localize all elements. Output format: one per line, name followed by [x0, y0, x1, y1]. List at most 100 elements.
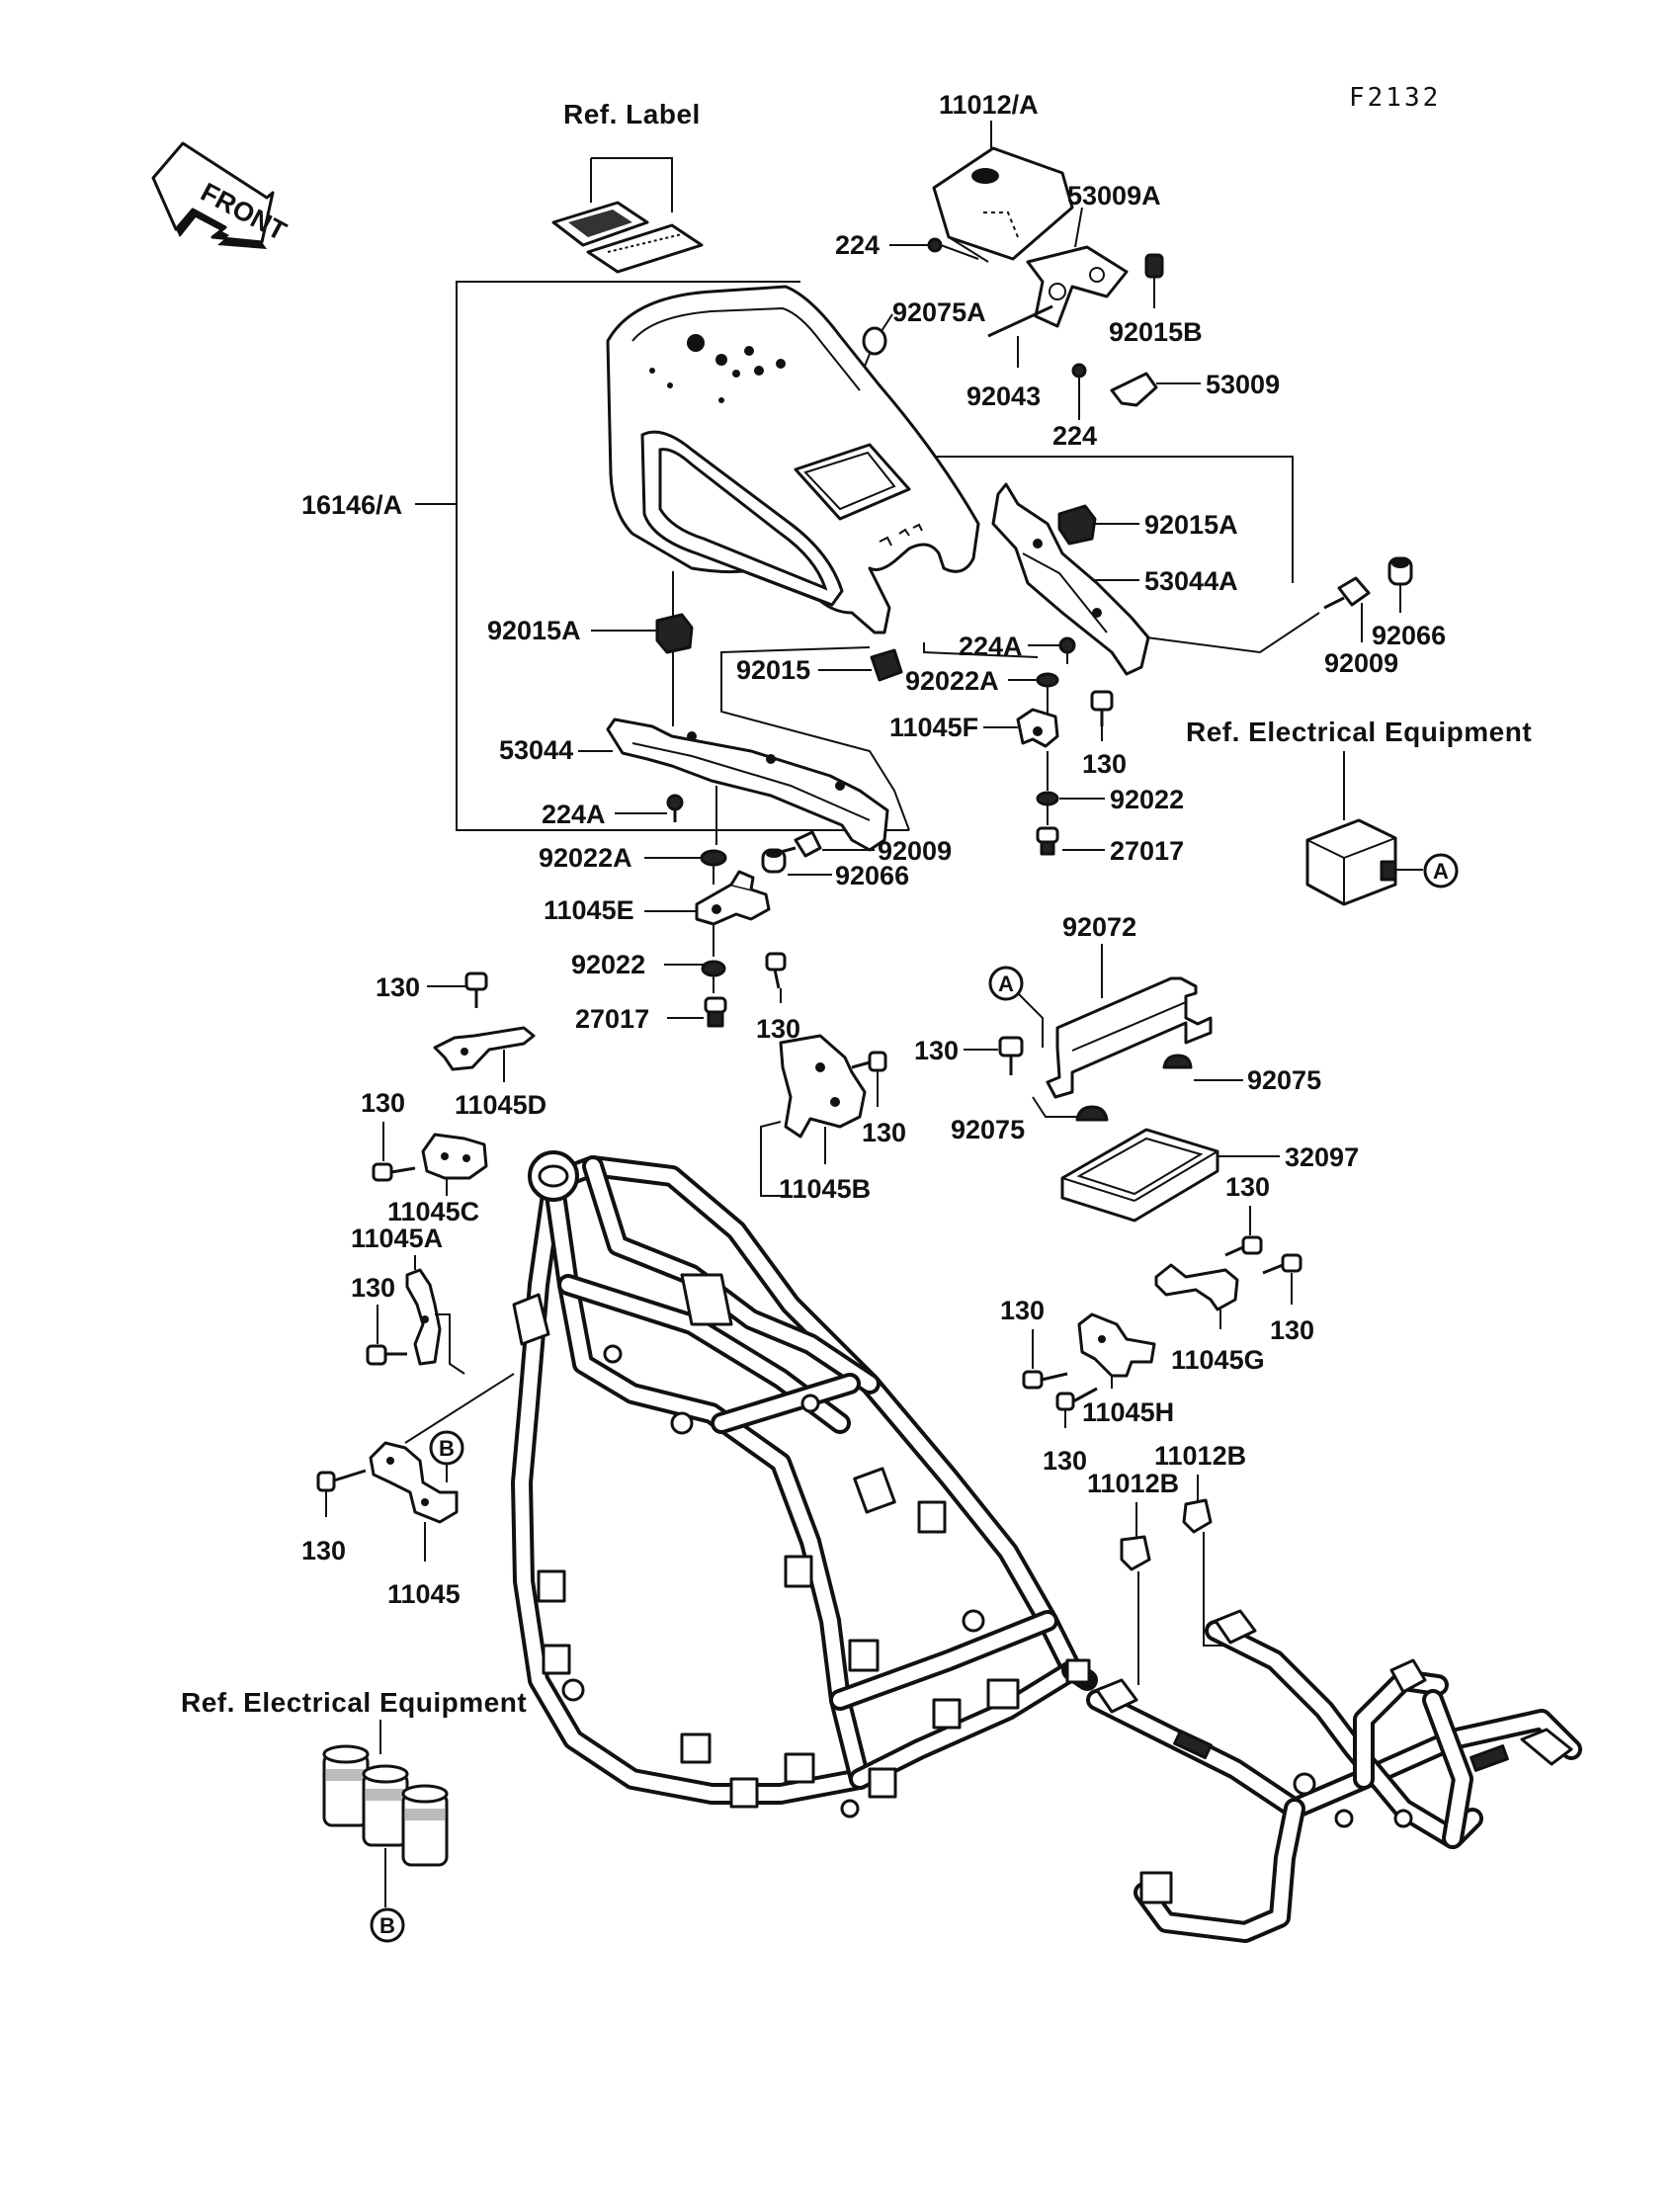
diagram-code: F2132	[1349, 83, 1441, 113]
label-92022-right: 92022	[1110, 785, 1184, 814]
label-224-b: 224	[1052, 421, 1097, 451]
bumper-11012B-right-icon	[1182, 1498, 1213, 1534]
bracket-11045G	[1154, 1263, 1239, 1311]
bolt-27017-left-icon	[704, 996, 727, 1028]
label-130-e: 130	[756, 1014, 800, 1044]
label-11045F: 11045F	[889, 713, 978, 742]
svg-text:B: B	[439, 1436, 455, 1461]
bolt-130-e-icon	[765, 952, 787, 989]
washer-92022A-right-icon	[1036, 672, 1059, 688]
label-92043: 92043	[966, 381, 1041, 411]
label-11012B-right: 11012B	[1154, 1441, 1246, 1471]
label-92022A-left: 92022A	[539, 843, 632, 873]
collar-92066-left-icon	[761, 848, 787, 874]
label-130-g2: 130	[1270, 1315, 1314, 1345]
label-92066-right: 92066	[1372, 621, 1446, 650]
label-92066-left: 92066	[835, 861, 909, 890]
lid-11012A	[932, 146, 1074, 263]
label-92009-right: 92009	[1324, 648, 1398, 678]
bolt-130-f-icon	[1090, 690, 1114, 726]
bolt-130-g2-icon	[1262, 1253, 1302, 1275]
washer-92022-right-icon	[1036, 791, 1059, 806]
tray-32097	[1060, 1128, 1219, 1223]
bracket-53044	[606, 718, 889, 852]
label-130-x: 130	[301, 1536, 346, 1565]
bracket-11045C	[421, 1133, 488, 1180]
label-130-d1: 130	[376, 972, 420, 1002]
svg-text:A: A	[998, 972, 1014, 996]
label-92022-left: 92022	[571, 950, 645, 979]
bracket-11045A	[405, 1268, 442, 1366]
rear-subframe	[1086, 1609, 1582, 1943]
ref-electrical-top: Ref. Electrical Equipment	[1186, 717, 1532, 747]
collar-92066-right-icon	[1387, 556, 1413, 586]
label-53009: 53009	[1206, 370, 1280, 399]
washer-92022A-left-icon	[700, 849, 727, 867]
label-11045A: 11045A	[351, 1224, 443, 1253]
bolt-130-d-icon	[464, 972, 488, 1008]
bracket-53044A	[991, 482, 1150, 676]
label-11045G: 11045G	[1171, 1345, 1265, 1375]
label-130-f: 130	[1082, 749, 1127, 779]
label-130-h2: 130	[1043, 1446, 1087, 1476]
bolt-130-m-icon	[998, 1036, 1024, 1075]
label-92015A-left: 92015A	[487, 616, 581, 645]
bolt-130-g1-icon	[1224, 1235, 1263, 1257]
bracket-11045B	[779, 1034, 867, 1139]
bolt-130-h2-icon	[1055, 1387, 1098, 1411]
bolt-130-c-icon	[372, 1162, 416, 1182]
bolt-130-h1-icon	[1022, 1370, 1068, 1390]
label-11045E: 11045E	[544, 895, 634, 925]
label-130-m: 130	[914, 1036, 959, 1065]
label-16146A: 16146/A	[301, 490, 402, 520]
label-92015B: 92015B	[1109, 317, 1203, 347]
label-92075-b: 92075	[951, 1115, 1025, 1144]
label-11045C: 11045C	[387, 1197, 479, 1226]
label-11045H: 11045H	[1082, 1397, 1174, 1427]
label-130-g1: 130	[1225, 1172, 1270, 1202]
label-11045B: 11045B	[779, 1174, 871, 1204]
label-92075A: 92075A	[892, 297, 986, 327]
label-11045D: 11045D	[455, 1090, 546, 1120]
fuse-holder-icon	[322, 1744, 449, 1867]
label-224A-left: 224A	[542, 800, 606, 829]
label-11012A: 11012/A	[939, 90, 1039, 120]
washer-92022-left-icon	[701, 960, 726, 977]
label-130-c: 130	[361, 1088, 405, 1118]
bolt-92009-right-icon	[1323, 576, 1371, 610]
label-92075-a: 92075	[1247, 1065, 1321, 1095]
bracket-11045D	[433, 1026, 536, 1071]
label-53044: 53044	[499, 735, 573, 765]
screw-224A-left-icon	[666, 794, 684, 822]
label-27017-right: 27017	[1110, 836, 1184, 866]
clip-92015A-left-icon	[655, 613, 694, 654]
screw-224A-right-icon	[1058, 636, 1076, 664]
label-53044A: 53044A	[1144, 566, 1238, 596]
bracket-11045H	[1077, 1312, 1156, 1378]
label-92022A-right: 92022A	[905, 666, 999, 696]
relay-icon	[1305, 818, 1397, 906]
label-92015A-right: 92015A	[1144, 510, 1238, 540]
grommet-92075-a-icon	[1162, 1054, 1193, 1069]
latch-53009	[1071, 363, 1158, 407]
label-53009A: 53009A	[1067, 181, 1161, 211]
clip-92015-icon	[870, 648, 903, 682]
bracket-11045F	[1016, 708, 1059, 748]
battery-case-92072	[1046, 976, 1213, 1099]
label-11012B-left: 11012B	[1087, 1469, 1179, 1498]
hinge-53009A	[1026, 245, 1129, 328]
marker-b-bottom: B	[370, 1907, 405, 1943]
bolt-130-b-icon	[851, 1051, 887, 1072]
cover-16146A	[606, 285, 980, 634]
main-frame	[511, 1150, 1098, 1818]
label-130-a: 130	[351, 1273, 395, 1303]
grommet-92075A-icon	[862, 326, 887, 356]
label-224-top: 224	[835, 230, 880, 260]
marker-b-top: B	[429, 1430, 464, 1466]
bracket-11045E	[695, 870, 771, 926]
label-11045: 11045	[387, 1579, 461, 1609]
svg-text:A: A	[1433, 859, 1449, 884]
label-27017-left-text: 27017	[575, 1004, 649, 1034]
label-130-b: 130	[862, 1118, 906, 1147]
